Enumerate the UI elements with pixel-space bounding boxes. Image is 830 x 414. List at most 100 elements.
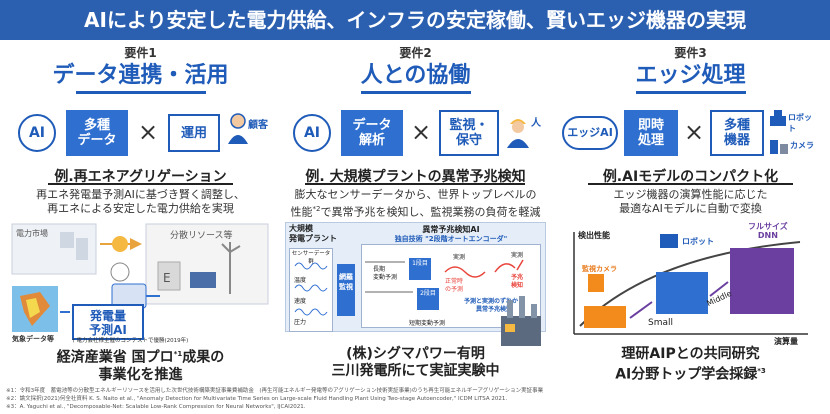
req2-desc-line1: 膨大なセンサーデータから、世界トップレベルの [294,188,537,201]
req2-footnote-ref: *2 [312,205,321,213]
customer-icon [228,113,248,144]
long-term-label: 長期 変動予測 [373,266,398,281]
worker-icon [507,119,529,148]
normal-prediction-label: 正常時 の予測 [445,278,464,293]
model-compaction-plot [573,232,808,335]
worker-label: 人 [531,118,541,129]
robot-target-label: ロボット [682,237,714,246]
req3-devices-box: 多種 機器 [710,110,764,156]
footnote-3: ※3：A. Yaguchi et al., "Decomposable-Net:… [6,404,306,410]
pressure-label: 圧力 [294,319,307,326]
footnote-1: ※1：令和3年度 蓄電池等の分散型エネルギーリソースを活用した次世代技術構築実証… [6,388,544,394]
req2-desc-line2b: で異常予兆を検知し、監視業務の負荷を軽減 [320,205,541,219]
two-stage-tech-label: 独自技術 "2段階オートエンコーダ" [394,235,508,243]
speed-label: 速度 [294,298,307,305]
req2-result-line1: (株)シグマパワー有明 [346,346,485,362]
surveillance-camera-label: 監視カメラ [582,265,617,273]
req3-example-underline [588,183,793,185]
req3-illustration: 検出性能 演算量 フルサイズ DNN ロボット 監視カメラ Small Midd… [560,222,821,346]
distributed-resource-label: 分散リソース等 [170,231,233,241]
page-title: AIにより安定した電力供給、インフラの安定稼働、賢いエッジ機器の実現 [0,0,830,40]
stage1-label: 1段目 [412,260,428,267]
req3-result-line2: AI分野トップ学会採録 [615,366,758,383]
req3-label: 要件3 [674,46,707,60]
req2-example-underline [305,183,525,185]
actual-label-1: 実測 [453,254,466,261]
prediction-ai-box: 発電量 予測AI [72,304,144,340]
req2-result: (株)シグマパワー有明 三川発電所にて実証実験中 [283,346,548,380]
power-market-label: 電力市場 [16,229,48,238]
y-axis-label: 検出性能 [578,231,610,240]
req3-result-line1: 理研AIPとの共同研究 [621,346,760,362]
req1-result-line2: 事業化を推進 [98,366,183,383]
camera-icon [770,140,788,154]
ai-circle-icon: AI [18,114,56,152]
sensor-data-label: センサーデータ群 [291,251,331,265]
edge-ai-badge: エッジAI [562,116,618,150]
req3-desc-line1: エッジ機器の演算性能に応じた [613,188,768,201]
req2-underline [360,91,471,94]
requirement-3-panel: 要件3 エッジ処理 エッジAI 即時 処理 × 多種 機器 ロボット カメラ 例… [558,46,823,386]
req1-result-line1b: 成果の [182,349,225,366]
req2-illustration: 大規模 発電プラント センサーデータ群 温度 速度 圧力 網羅 監視 異常予兆検… [285,222,546,346]
req3-description: エッジ機器の演算性能に応じた 最適なAIモデルに自動で変換 [558,188,823,216]
req1-formula: AI 多種 データ × 運用 顧客 [12,108,269,158]
req1-title: データ連携・活用 [52,63,229,88]
req3-title: エッジ処理 [635,63,746,88]
req3-footnote-ref: *3 [757,367,766,375]
power-plant-icon [501,296,541,346]
req3-example-title: 例.AIモデルのコンパクト化 [602,169,779,185]
req2-result-line2: 三川発電所にて実証実験中 [331,363,500,379]
req3-result: 理研AIPとの共同研究 AI分野トップ学会採録*3 [558,346,823,384]
process-flow-diagram [294,258,524,316]
requirement-1-panel: 要件1 データ連携・活用 AI 多種 データ × 運用 顧客 例.再エネアグリゲ… [8,46,273,386]
anomaly-ai-title: 異常予兆検知AI [422,225,480,234]
weather-data-label: 気象データ等 [12,335,54,343]
anomaly-detect-label: 予兆 検知 [511,274,524,289]
stage2-label: 2段目 [420,290,436,297]
req1-desc-line2: 再エネによる安定した電力供給を実現 [47,202,234,215]
req2-formula: AI データ 解析 × 監視・ 保守 人 [287,108,544,158]
req1-description: 再エネ発電量予測AIに基づき賢く調整し、 再エネによる安定した電力供給を実現 [8,188,273,216]
req2-description: 膨大なセンサーデータから、世界トップレベルの 性能*2で異常予兆を検知し、監視業… [283,188,548,220]
small-model-label: Small [648,318,673,328]
req1-underline [75,91,206,94]
req3-desc-line2: 最適なAIモデルに自動で変換 [619,202,762,215]
req1-desc-line1: 再エネ発電量予測AIに基づき賢く調整し、 [36,188,245,201]
req1-data-box: 多種 データ [66,110,128,156]
req1-operation-box: 運用 [168,114,220,152]
prediction-ai-label: 発電量 予測AI [89,309,127,337]
req3-underline [635,91,746,94]
actual-label-2: 実測 [511,252,524,259]
req1-illustration: E 電力市場 分散リソース等 発電量 予測AI 気象データ等 † 電力会社様主催… [10,222,271,346]
contest-note: † 電力会社様主催のコンテストで優勝(2019年) [72,338,189,344]
monitor-arrow: 網羅 監視 [337,264,355,316]
plant-label: 大規模 発電プラント [289,224,337,243]
req2-analysis-box: データ 解析 [341,110,403,156]
temperature-label: 温度 [294,277,307,284]
times-symbol: × [138,118,159,146]
robot-label: ロボット [788,113,812,133]
sensor-panel: センサーデータ群 温度 速度 圧力 [289,248,333,332]
camera-label: カメラ [790,141,814,150]
req1-example-title: 例.再エネアグリゲーション [54,169,227,185]
req2-label: 要件2 [399,46,432,60]
ai-circle-icon: AI [293,114,331,152]
footnote-2: ※2：論文採択(2021)何全社資料 K. S. Naito et al., "… [6,396,508,402]
full-size-dnn-label: フルサイズ DNN [748,222,788,240]
times-symbol: × [411,118,432,146]
robot-icon [770,110,786,126]
aggregation-diagram: E [11,223,269,332]
req3-realtime-box: 即時 処理 [624,110,678,156]
short-term-label: 短期変動予測 [409,320,446,327]
req2-desc-line2a: 性能 [290,205,313,219]
req3-formula: エッジAI 即時 処理 × 多種 機器 ロボット カメラ [562,108,819,158]
footnotes: ※1：令和3年度 蓄電池等の分散型エネルギーリソースを活用した次世代技術構築実証… [6,387,826,411]
req1-example-underline [48,183,233,185]
req1-result: 経済産業省 国プロ*1成果の 事業化を推進 [8,346,273,384]
requirement-2-panel: 要件2 人との協働 AI データ 解析 × 監視・ 保守 人 例. 大規模プラン… [283,46,548,386]
req1-footnote-ref: *1 [173,350,183,358]
customer-label: 顧客 [248,120,268,131]
times-symbol: × [684,118,705,146]
req1-label: 要件1 [124,46,157,60]
